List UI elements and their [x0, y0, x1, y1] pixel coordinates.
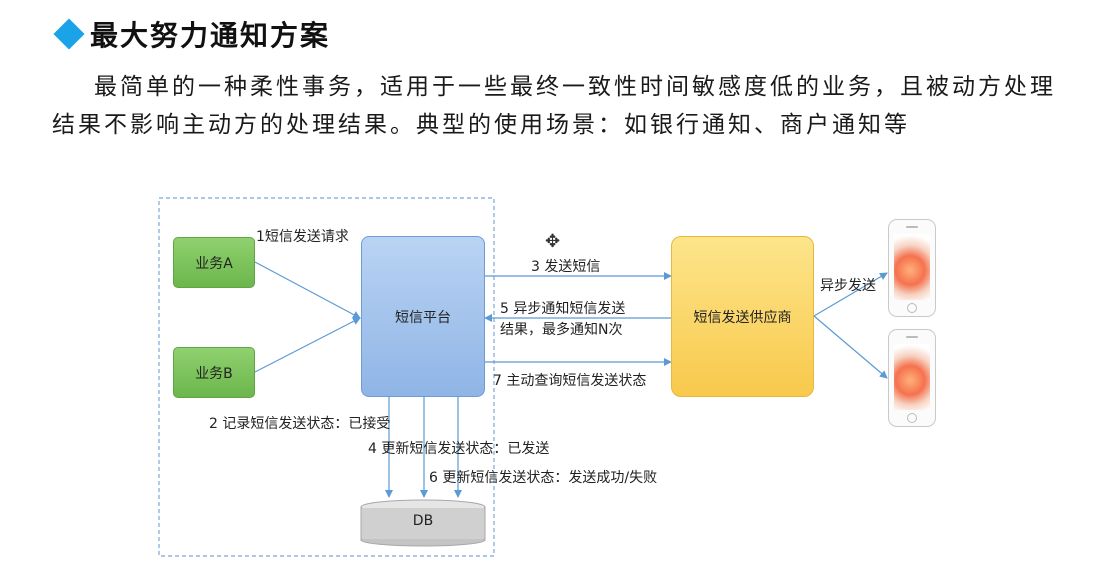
- step3-label: 3 发送短信: [531, 259, 601, 275]
- step5-label-line1: 5 异步通知短信发送: [500, 301, 626, 317]
- provider-label: 短信发送供应商: [693, 309, 792, 326]
- slide-title: 最大努力通知方案: [52, 14, 330, 54]
- phone-icon: [888, 329, 936, 427]
- step7-label: 7 主动查询短信发送状态: [493, 373, 647, 389]
- arrow-a-to-platform: [254, 261, 361, 319]
- business-b-box: 业务B: [173, 347, 255, 398]
- phone-icon: [888, 219, 936, 317]
- business-a-label: 业务A: [195, 255, 233, 272]
- arrow-provider-to-phone1: [813, 272, 888, 317]
- arrow-provider-to-phone2: [813, 315, 888, 379]
- description-text: 最简单的一种柔性事务，适用于一些最终一致性时间敏感度低的业务，且被动方处理结果不…: [52, 74, 1056, 138]
- sms-platform-box: 短信平台: [361, 236, 485, 397]
- async-send-label: 异步发送: [820, 278, 876, 294]
- db-label: DB: [412, 513, 434, 529]
- step6-label: 6 更新短信发送状态：发送成功/失败: [429, 470, 658, 486]
- cursor-icon: ✥: [545, 231, 561, 252]
- sms-platform-label: 短信平台: [395, 309, 451, 326]
- arrow-b-to-platform: [254, 317, 361, 373]
- step4-label: 4 更新短信发送状态：已发送: [368, 441, 550, 457]
- provider-box: 短信发送供应商: [671, 236, 814, 397]
- business-b-label: 业务B: [195, 365, 233, 382]
- business-a-box: 业务A: [173, 237, 255, 288]
- step5-label-line2: 结果，最多通知N次: [500, 322, 623, 338]
- system-boundary: [158, 197, 495, 557]
- db-cylinder: [360, 499, 486, 547]
- title-text: 最大努力通知方案: [90, 19, 331, 52]
- step1-label: 1短信发送请求: [256, 229, 349, 245]
- step2-label: 2 记录短信发送状态：已接受: [209, 416, 391, 432]
- description-paragraph: 最简单的一种柔性事务，适用于一些最终一致性时间敏感度低的业务，且被动方处理结果不…: [52, 68, 1062, 144]
